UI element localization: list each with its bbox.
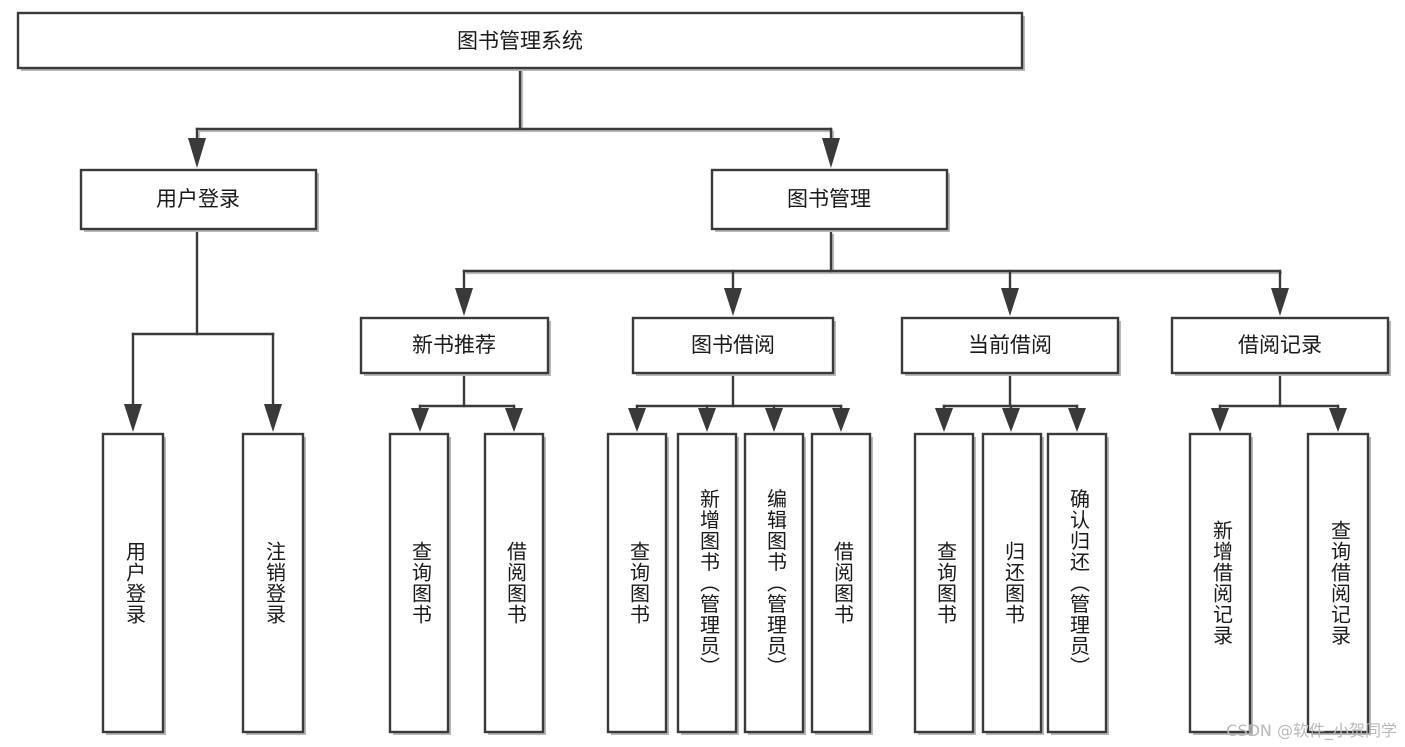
leaf-user-login-signout-label: 注销登录: [263, 541, 287, 625]
leaf-borrowrecord-add-label: 新增借阅记录: [1210, 520, 1234, 646]
leaf-bookborrow-query-label: 查询图书: [627, 541, 651, 625]
leaf-currentborrow-return-label: 归还图书: [1002, 541, 1026, 625]
leaf-currentborrow-query[interactable]: 查询图书: [913, 432, 976, 735]
node-book-borrow-label: 图书借阅: [691, 333, 775, 357]
leaf-bookborrow-add-label: 新增图书（管理员）: [697, 488, 721, 677]
connectors-currentborrow-to-leaves: [935, 372, 1086, 432]
connectors-bookmgmt-to-level2: [455, 230, 1289, 316]
leaf-bookborrow-edit[interactable]: 编辑图书（管理员）: [743, 432, 806, 735]
node-book-borrow[interactable]: 图书借阅: [631, 316, 836, 376]
node-borrow-record-label: 借阅记录: [1238, 333, 1322, 357]
leaf-newbook-query-label: 查询图书: [409, 541, 433, 625]
leaf-currentborrow-confirm-label: 确认归还（管理员）: [1067, 488, 1091, 677]
node-current-borrow[interactable]: 当前借阅: [900, 316, 1121, 376]
node-book-management[interactable]: 图书管理: [710, 168, 950, 232]
node-user-login-label: 用户登录: [156, 187, 240, 211]
connectors-root-to-level1: [188, 66, 840, 168]
node-root[interactable]: 图书管理系统: [16, 11, 1025, 71]
leaf-currentborrow-confirm[interactable]: 确认归还（管理员）: [1046, 432, 1109, 735]
node-user-login[interactable]: 用户登录: [79, 168, 319, 232]
leaf-currentborrow-query-label: 查询图书: [934, 541, 958, 625]
node-new-book-recommend-label: 新书推荐: [412, 333, 496, 357]
leaf-newbook-borrow[interactable]: 借阅图书: [483, 432, 546, 735]
leaf-currentborrow-return[interactable]: 归还图书: [981, 432, 1044, 735]
leaf-borrowrecord-add[interactable]: 新增借阅记录: [1188, 432, 1253, 735]
leaf-bookborrow-borrow[interactable]: 借阅图书: [810, 432, 873, 735]
node-new-book-recommend[interactable]: 新书推荐: [359, 316, 551, 376]
leaf-user-login-signin-label: 用户登录: [123, 541, 147, 625]
leaf-bookborrow-borrow-label: 借阅图书: [831, 541, 855, 625]
leaf-bookborrow-query[interactable]: 查询图书: [606, 432, 669, 735]
watermark-text: CSDN @软件_小贺同学: [1226, 721, 1397, 740]
node-root-label: 图书管理系统: [457, 29, 583, 53]
leaf-borrowrecord-query[interactable]: 查询借阅记录: [1306, 432, 1371, 735]
leaf-user-login-signin[interactable]: 用户登录: [101, 432, 166, 735]
leaf-bookborrow-edit-label: 编辑图书（管理员）: [764, 488, 788, 677]
connectors-bookborrow-to-leaves: [628, 372, 850, 432]
node-current-borrow-label: 当前借阅: [968, 333, 1052, 357]
connectors-userlogin-to-leaves: [124, 230, 282, 432]
leaf-bookborrow-add[interactable]: 新增图书（管理员）: [676, 432, 739, 735]
leaf-user-login-signout[interactable]: 注销登录: [241, 432, 306, 735]
leaf-newbook-query[interactable]: 查询图书: [388, 432, 451, 735]
leaf-borrowrecord-query-label: 查询借阅记录: [1328, 520, 1352, 646]
node-book-management-label: 图书管理: [787, 187, 871, 211]
leaf-newbook-borrow-label: 借阅图书: [504, 541, 528, 625]
node-borrow-record[interactable]: 借阅记录: [1170, 316, 1391, 376]
connectors-newbook-to-leaves: [411, 372, 523, 432]
connectors-borrowrecord-to-leaves: [1211, 372, 1347, 432]
